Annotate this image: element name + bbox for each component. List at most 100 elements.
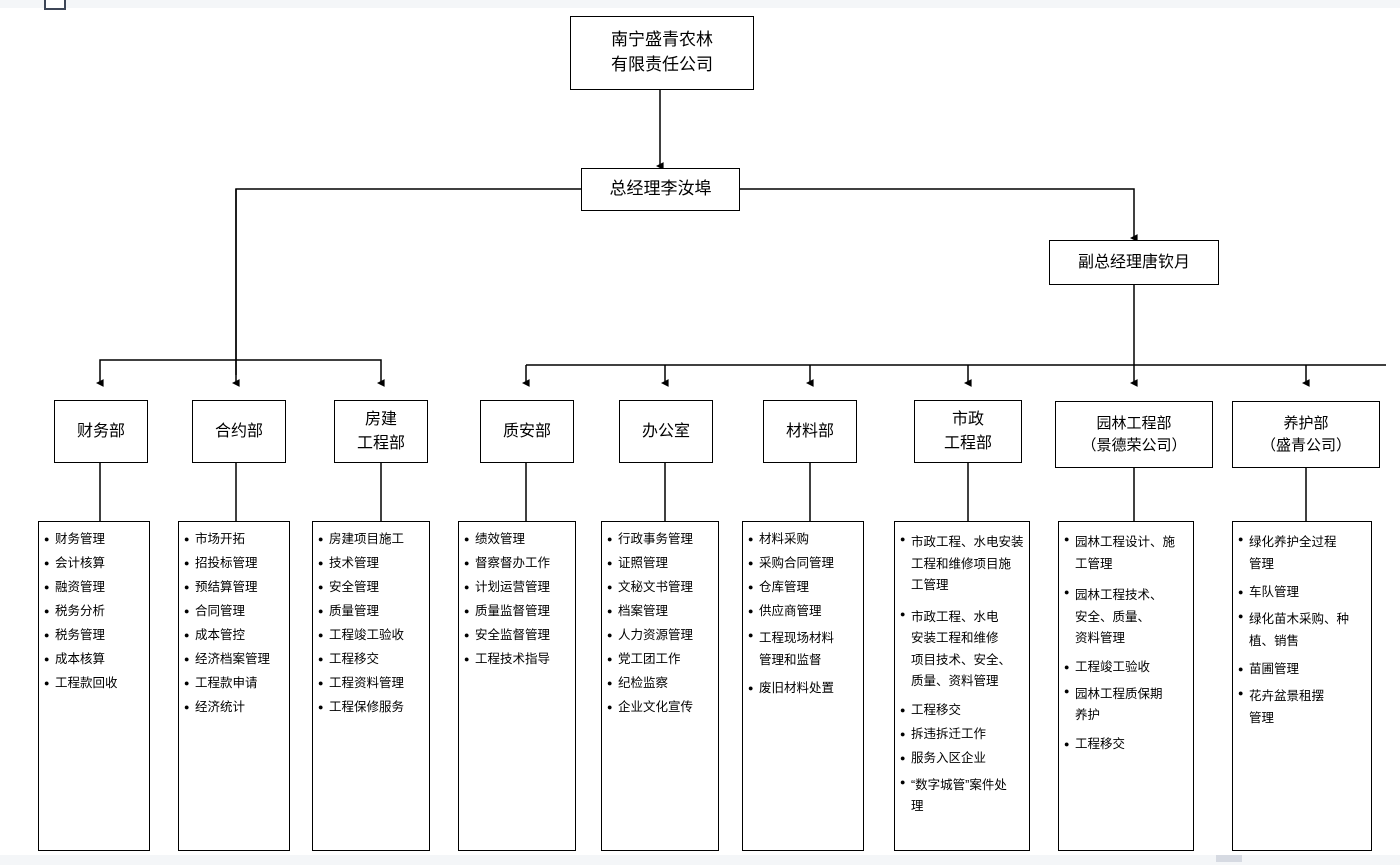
duty-list-landscape-items: 园林工程设计、施 工管理园林工程技术、 安全、质量、 资料管理工程竣工验收园林工…: [1064, 532, 1188, 752]
duty-list-materials-items: 材料采购采购合同管理仓库管理供应商管理工程现场材料 管理和监督废旧材料处置: [748, 532, 858, 696]
duty-item: 市政工程、水电安装 工程和维修项目施 工管理: [900, 532, 1024, 597]
duty-item: 材料采购: [748, 532, 858, 547]
dept-label-housing-1: 房建: [364, 411, 397, 429]
horizontal-scrollbar-thumb[interactable]: [1216, 855, 1242, 862]
window-bottom-strip: [0, 855, 1400, 865]
duty-item: 证照管理: [607, 556, 713, 571]
duty-item: 预结算管理: [184, 580, 284, 595]
duty-list-landscape-engineering[interactable]: 园林工程设计、施 工管理园林工程技术、 安全、质量、 资料管理工程竣工验收园林工…: [1058, 521, 1194, 851]
dept-box-office[interactable]: 办公室: [619, 400, 713, 463]
duty-item: 档案管理: [607, 604, 713, 619]
duty-list-quality-items: 绩效管理督察督办工作计划运营管理质量监督管理安全监督管理工程技术指导: [464, 532, 570, 667]
duty-list-materials[interactable]: 材料采购采购合同管理仓库管理供应商管理工程现场材料 管理和监督废旧材料处置: [742, 521, 864, 851]
duty-item: 税务管理: [44, 628, 144, 643]
duty-item: “数字城管”案件处 理: [900, 775, 1024, 818]
duty-item: 工程移交: [1064, 737, 1188, 752]
duty-item: 市场开拓: [184, 532, 284, 547]
company-name-line-1: 南宁盛青农林: [611, 30, 713, 50]
dept-box-landscape-engineering[interactable]: 园林工程部 （景德荣公司）: [1055, 401, 1213, 468]
duty-item: 工程移交: [900, 703, 1024, 718]
duty-item: 质量监督管理: [464, 604, 570, 619]
duty-item: 合同管理: [184, 604, 284, 619]
deputy-general-manager-box[interactable]: 副总经理唐钦月: [1049, 240, 1219, 285]
duty-list-office-items: 行政事务管理证照管理文秘文书管理档案管理人力资源管理党工团工作纪检监察企业文化宣…: [607, 532, 713, 715]
duty-item: 质量管理: [318, 604, 424, 619]
duty-item: 经济统计: [184, 700, 284, 715]
dept-label-office-1: 办公室: [641, 422, 690, 440]
duty-item: 车队管理: [1238, 585, 1366, 600]
duty-item: 工程款申请: [184, 676, 284, 691]
duty-item: 花卉盆景租摆 管理: [1238, 686, 1366, 729]
duty-list-quality-safety[interactable]: 绩效管理督察督办工作计划运营管理质量监督管理安全监督管理工程技术指导: [458, 521, 576, 851]
dept-box-quality-safety[interactable]: 质安部: [480, 400, 574, 463]
duty-item: 督察督办工作: [464, 556, 570, 571]
deputy-general-manager-label: 副总经理唐钦月: [1077, 253, 1190, 271]
duty-item: 成本核算: [44, 652, 144, 667]
dept-box-maintenance[interactable]: 养护部 （盛青公司）: [1232, 401, 1380, 468]
duty-list-housing-construction[interactable]: 房建项目施工技术管理安全管理质量管理工程竣工验收工程移交工程资料管理工程保修服务: [312, 521, 430, 851]
duty-item: 工程技术指导: [464, 652, 570, 667]
duty-item: 供应商管理: [748, 604, 858, 619]
dept-label-municipal-2: 工程部: [943, 434, 992, 452]
dept-box-materials[interactable]: 材料部: [763, 400, 857, 463]
duty-item: 经济档案管理: [184, 652, 284, 667]
duty-item: 安全监督管理: [464, 628, 570, 643]
company-box[interactable]: 南宁盛青农林 有限责任公司: [570, 16, 754, 90]
duty-item: 拆违拆迁工作: [900, 727, 1024, 742]
duty-item: 采购合同管理: [748, 556, 858, 571]
duty-item: 计划运营管理: [464, 580, 570, 595]
duty-item: 融资管理: [44, 580, 144, 595]
duty-item: 招投标管理: [184, 556, 284, 571]
dept-label-maintenance-1: 养护部: [1283, 414, 1329, 432]
duty-item: 工程现场材料 管理和监督: [748, 628, 858, 671]
dept-label-landscape-2: （景德荣公司）: [1081, 436, 1187, 454]
window-top-strip: [0, 0, 1400, 8]
duty-item: 园林工程技术、 安全、质量、 资料管理: [1064, 585, 1188, 650]
duty-list-contract[interactable]: 市场开拓招投标管理预结算管理合同管理成本管控经济档案管理工程款申请经济统计: [178, 521, 290, 851]
duty-item: 服务入区企业: [900, 751, 1024, 766]
dept-box-municipal-engineering[interactable]: 市政 工程部: [914, 400, 1022, 463]
duty-item: 纪检监察: [607, 676, 713, 691]
duty-item: 工程款回收: [44, 676, 144, 691]
duty-item: 废旧材料处置: [748, 681, 858, 696]
duty-list-contract-items: 市场开拓招投标管理预结算管理合同管理成本管控经济档案管理工程款申请经济统计: [184, 532, 284, 715]
duty-item: 工程移交: [318, 652, 424, 667]
duty-item: 绿化养护全过程 管理: [1238, 532, 1366, 575]
dept-box-housing-construction[interactable]: 房建 工程部: [334, 400, 428, 463]
duty-item: 工程资料管理: [318, 676, 424, 691]
duty-list-municipal-items: 市政工程、水电安装 工程和维修项目施 工管理市政工程、水电 安装工程和维修 项目…: [900, 532, 1024, 818]
duty-item: 文秘文书管理: [607, 580, 713, 595]
duty-item: 绿化苗木采购、种 植、销售: [1238, 609, 1366, 652]
dept-label-finance-1: 财务部: [76, 422, 125, 440]
dept-label-landscape-1: 园林工程部: [1096, 414, 1172, 432]
dept-box-contract[interactable]: 合约部: [192, 400, 286, 463]
duty-item: 税务分析: [44, 604, 144, 619]
duty-item: 会计核算: [44, 556, 144, 571]
dept-label-contract-1: 合约部: [214, 422, 263, 440]
duty-item: 园林工程设计、施 工管理: [1064, 532, 1188, 575]
duty-item: 工程竣工验收: [318, 628, 424, 643]
duty-item: 安全管理: [318, 580, 424, 595]
duty-list-municipal-engineering[interactable]: 市政工程、水电安装 工程和维修项目施 工管理市政工程、水电 安装工程和维修 项目…: [894, 521, 1030, 851]
duty-list-housing-items: 房建项目施工技术管理安全管理质量管理工程竣工验收工程移交工程资料管理工程保修服务: [318, 532, 424, 715]
duty-item: 市政工程、水电 安装工程和维修 项目技术、安全、 质量、资料管理: [900, 607, 1024, 693]
duty-item: 绩效管理: [464, 532, 570, 547]
duty-list-finance-items: 财务管理会计核算融资管理税务分析税务管理成本核算工程款回收: [44, 532, 144, 691]
duty-list-maintenance[interactable]: 绿化养护全过程 管理车队管理绿化苗木采购、种 植、销售苗圃管理花卉盆景租摆 管理: [1232, 521, 1372, 851]
general-manager-label: 总经理李汝埠: [609, 179, 712, 199]
duty-list-office[interactable]: 行政事务管理证照管理文秘文书管理档案管理人力资源管理党工团工作纪检监察企业文化宣…: [601, 521, 719, 851]
duty-item: 党工团工作: [607, 652, 713, 667]
dept-label-maintenance-2: （盛青公司）: [1260, 436, 1351, 454]
duty-item: 工程保修服务: [318, 700, 424, 715]
dept-box-finance[interactable]: 财务部: [54, 400, 148, 463]
duty-item: 工程竣工验收: [1064, 660, 1188, 675]
duty-item: 行政事务管理: [607, 532, 713, 547]
duty-item: 房建项目施工: [318, 532, 424, 547]
duty-item: 成本管控: [184, 628, 284, 643]
general-manager-box[interactable]: 总经理李汝埠: [581, 168, 740, 211]
duty-item: 人力资源管理: [607, 628, 713, 643]
duty-list-finance[interactable]: 财务管理会计核算融资管理税务分析税务管理成本核算工程款回收: [38, 521, 150, 851]
duty-item: 技术管理: [318, 556, 424, 571]
document-tab-nub[interactable]: [44, 0, 66, 10]
